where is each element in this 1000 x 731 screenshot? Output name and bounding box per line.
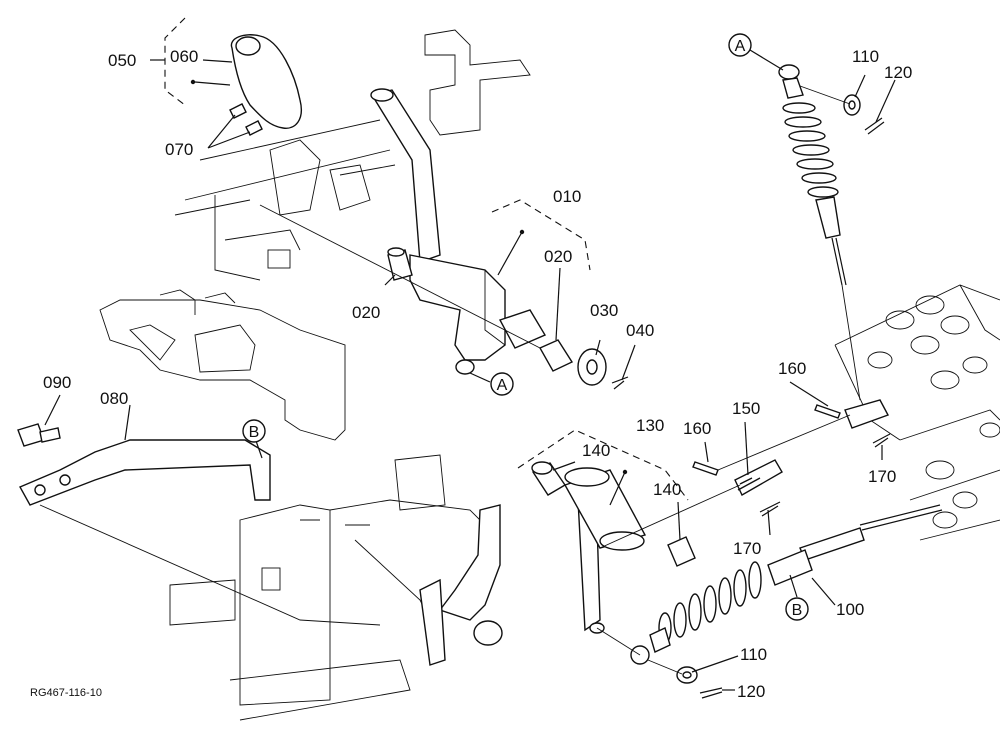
leader-lines — [39, 17, 896, 691]
lower-cable-part — [630, 504, 943, 665]
label-110-bottom: 110 — [740, 645, 767, 664]
clevis-part — [734, 459, 783, 496]
valve-clevis-part — [844, 399, 889, 429]
label-010: 010 — [553, 187, 581, 206]
label-020-left: 020 — [352, 303, 380, 322]
label-160-right: 160 — [778, 359, 806, 378]
label-040: 040 — [626, 321, 654, 340]
washer-part — [577, 348, 607, 386]
reference-code: RG467-116-10 — [30, 687, 102, 699]
label-080: 080 — [100, 389, 128, 408]
lever-part — [370, 88, 506, 375]
label-020-right: 020 — [544, 247, 572, 266]
upper-cable-part — [778, 64, 847, 286]
cable-washer-part — [676, 94, 861, 684]
small-bolt-part — [692, 404, 841, 476]
label-100: 100 — [836, 600, 864, 619]
label-090: 090 — [43, 373, 71, 392]
label-120-top: 120 — [884, 63, 912, 82]
pipe-part — [563, 467, 647, 551]
label-150: 150 — [732, 399, 760, 418]
svg-text:A: A — [497, 377, 508, 394]
label-140-right: 140 — [653, 480, 681, 499]
knob-part — [230, 34, 302, 129]
callout-a-mid: A — [490, 372, 514, 396]
pin-part — [611, 376, 629, 390]
label-120-bottom: 120 — [737, 682, 765, 701]
label-130: 130 — [636, 416, 664, 435]
cable-pin-part — [699, 117, 885, 699]
svg-text:B: B — [792, 602, 803, 619]
label-140-left: 140 — [582, 441, 610, 460]
collar-part — [531, 461, 696, 567]
label-110-top: 110 — [852, 47, 879, 66]
pedal-arm-part — [419, 504, 503, 666]
split-pin-part — [759, 433, 891, 517]
callout-a-top: A — [728, 33, 752, 57]
label-160-left: 160 — [683, 419, 711, 438]
chassis-frame — [99, 29, 1000, 721]
link-plate-part — [19, 439, 271, 506]
label-170-right: 170 — [868, 467, 896, 486]
screw-part — [229, 103, 263, 136]
label-070: 070 — [165, 140, 193, 159]
label-060: 060 — [170, 47, 198, 66]
bushing-part — [387, 247, 574, 372]
label-050: 050 — [108, 51, 136, 70]
callout-b-left: B — [242, 419, 266, 443]
svg-text:A: A — [735, 38, 746, 55]
label-030: 030 — [590, 301, 618, 320]
callout-b-right: B — [785, 597, 809, 621]
label-170-left: 170 — [733, 539, 761, 558]
bolt-part — [17, 423, 61, 447]
svg-text:B: B — [249, 424, 260, 441]
